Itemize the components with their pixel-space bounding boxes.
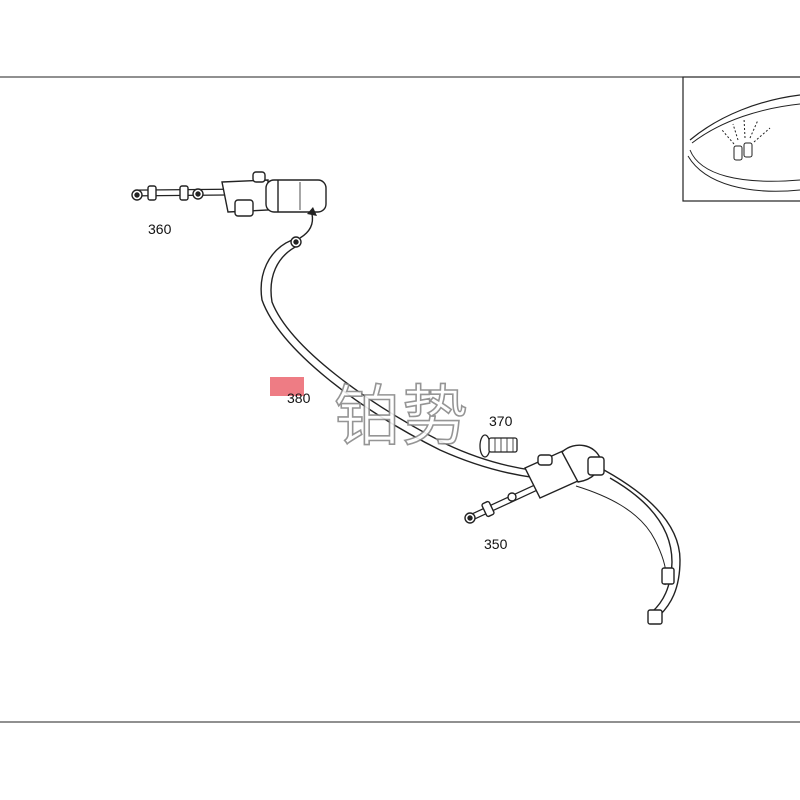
part-360-nozzle-assembly: [131, 171, 327, 217]
watermark-text: 铂势: [333, 378, 470, 455]
label-part-350[interactable]: 350: [484, 536, 508, 552]
label-part-370[interactable]: 370: [489, 413, 513, 429]
drain-tube: [575, 469, 681, 625]
inset-detail-view: [682, 76, 800, 202]
part-350-nozzle-assembly: [464, 444, 605, 524]
part-380-hose: [260, 236, 561, 481]
label-part-360[interactable]: 360: [148, 221, 172, 237]
callout-highlight-380: [270, 377, 304, 396]
label-part-380[interactable]: 380: [287, 390, 311, 406]
part-370-bolt: [479, 434, 518, 458]
connection-arrow: [299, 213, 314, 239]
connection-arrowhead: [307, 207, 317, 216]
inset-nozzle: [721, 117, 771, 161]
frame-lines: [0, 76, 800, 723]
